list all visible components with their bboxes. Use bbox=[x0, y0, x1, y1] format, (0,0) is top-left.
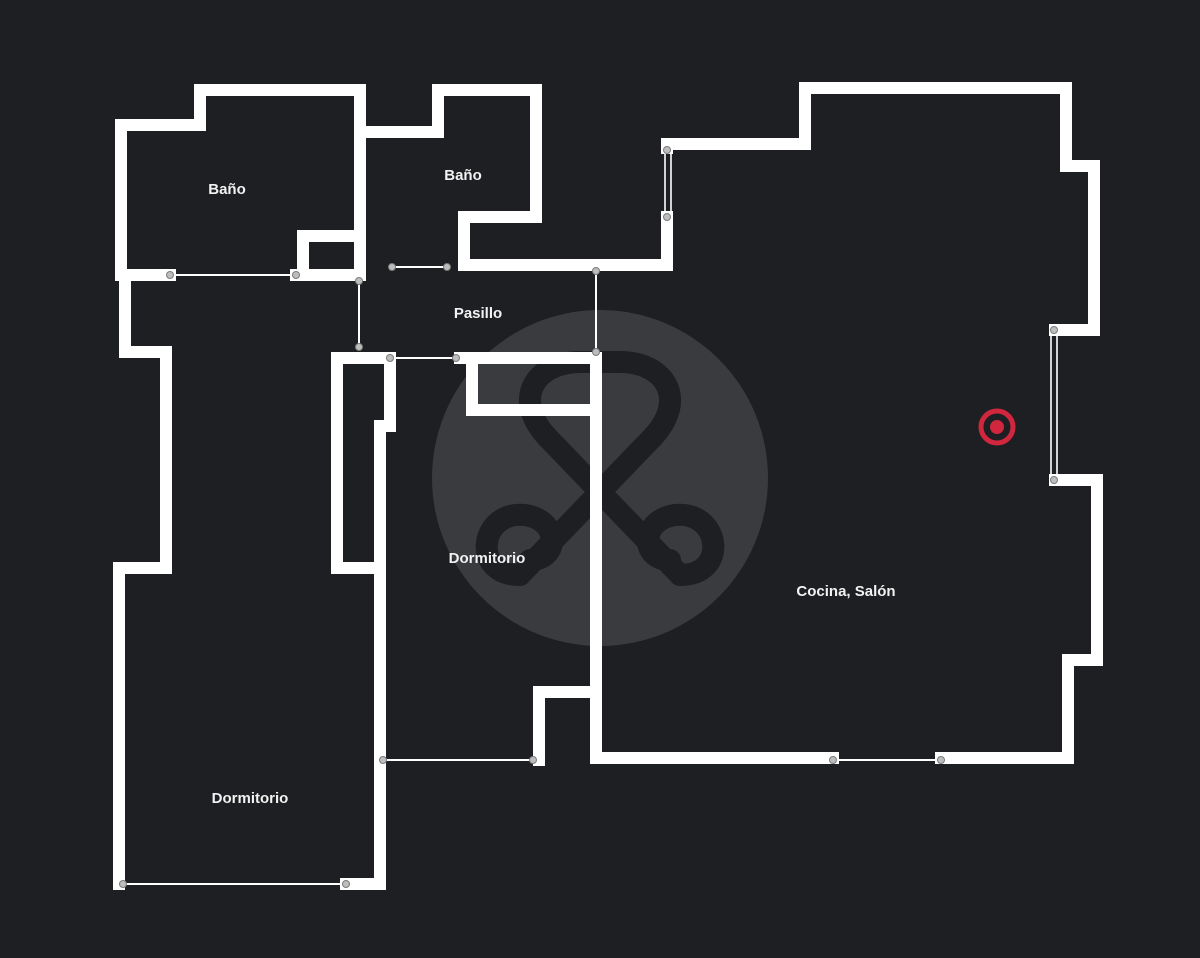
room-label-dormitorio-bottom: Dormitorio bbox=[212, 790, 289, 807]
door-nodes bbox=[119, 146, 1058, 888]
room-label-dormitorio-center: Dormitorio bbox=[449, 550, 526, 567]
location-target-icon[interactable] bbox=[978, 408, 1016, 446]
walls bbox=[113, 82, 1103, 890]
room-label-bano-left: Baño bbox=[208, 181, 246, 198]
room-label-cocina-salon: Cocina, Salón bbox=[796, 583, 895, 600]
room-label-bano-right: Baño bbox=[444, 167, 482, 184]
room-label-pasillo: Pasillo bbox=[454, 305, 502, 322]
